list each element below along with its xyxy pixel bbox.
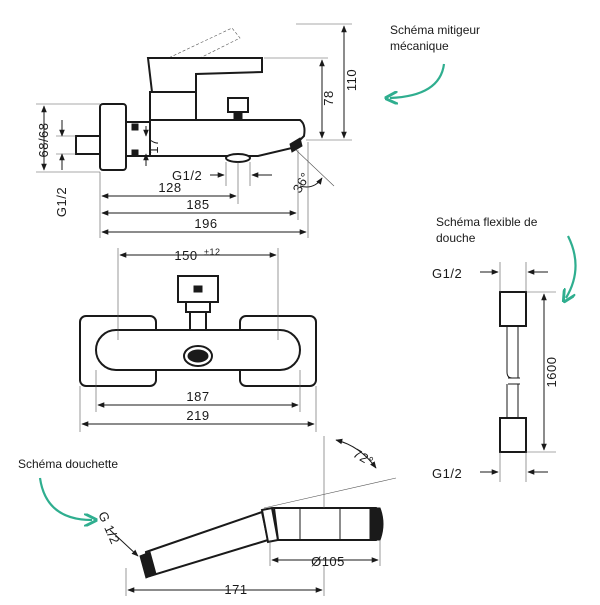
mixer-body — [149, 91, 197, 121]
note-mixer: Schéma mitigeur mécanique — [390, 23, 480, 98]
hose-bottom-nut — [499, 417, 527, 453]
diverter-stem — [233, 111, 243, 121]
note-handshower-arrow — [38, 477, 92, 520]
dim-78: 78 — [321, 90, 336, 105]
dim-36-deg: 36° — [290, 170, 314, 196]
note-mixer-line2: mécanique — [390, 39, 449, 53]
dim-1600: 1600 — [544, 357, 559, 388]
mixer-dimensions: 110 78 68/68 G1/2 17 G1/2 36° — [36, 23, 359, 238]
spray-face — [369, 507, 384, 541]
hose-upper — [506, 326, 519, 379]
front-cartridge — [185, 301, 211, 313]
dim-150: 150 — [174, 248, 197, 263]
front-aerator — [187, 349, 209, 363]
note-hose-arrow — [566, 235, 577, 298]
mixer-front-view — [79, 275, 317, 387]
hose-lower — [506, 384, 519, 418]
spout — [149, 119, 306, 157]
dim-hose-top-g12: G1/2 — [432, 266, 462, 281]
shower-outlet — [225, 153, 251, 163]
mixer-side-view — [75, 27, 306, 171]
dim-105: Ø105 — [311, 554, 345, 569]
screw — [131, 123, 139, 131]
lever-mark — [193, 285, 203, 293]
dim-72-deg: 72° — [351, 446, 377, 470]
dim-187: 187 — [186, 389, 209, 404]
shower-head — [272, 507, 380, 541]
dim-hose-bottom-g12: G1/2 — [432, 466, 462, 481]
note-mixer-arrow — [390, 63, 446, 98]
aerator — [289, 137, 303, 153]
hand-shower — [139, 506, 384, 579]
dim-shower-g12: G 1/2 — [95, 509, 123, 546]
hose-top-nut — [499, 291, 527, 327]
front-dimensions: 150 ±12 187 219 — [79, 247, 317, 432]
dim-g12-inlet: G1/2 — [54, 187, 69, 217]
wall-plate — [99, 103, 127, 171]
lever — [146, 57, 263, 93]
dim-17: 17 — [146, 138, 161, 153]
note-mixer-line1: Schéma mitigeur — [390, 23, 480, 37]
note-handshower-line1: Schéma douchette — [18, 457, 118, 471]
dim-219: 219 — [186, 408, 209, 423]
diverter-knob — [227, 97, 249, 113]
shower-hose — [499, 291, 527, 453]
note-handshower: Schéma douchette — [18, 457, 118, 520]
note-hose-line2: douche — [436, 231, 476, 245]
inlet-fitting — [75, 135, 101, 155]
dim-110: 110 — [344, 69, 359, 91]
dim-128: 128 — [158, 180, 181, 195]
dim-150-tolerance: ±12 — [204, 247, 220, 257]
note-hose: Schéma flexible de douche — [436, 215, 577, 298]
shower-handle-end — [139, 551, 157, 579]
dim-68-68: 68/68 — [36, 122, 51, 157]
dim-g12-outlet: G1/2 — [172, 168, 202, 183]
screw — [131, 149, 139, 157]
dim-185: 185 — [186, 197, 209, 212]
note-hose-line1: Schéma flexible de — [436, 215, 538, 229]
hose-dimensions: G1/2 1600 G1/2 — [432, 262, 559, 482]
front-stem — [189, 311, 207, 331]
dim-196: 196 — [194, 216, 217, 231]
dim-171: 171 — [224, 582, 247, 597]
shower-handle — [144, 510, 270, 578]
